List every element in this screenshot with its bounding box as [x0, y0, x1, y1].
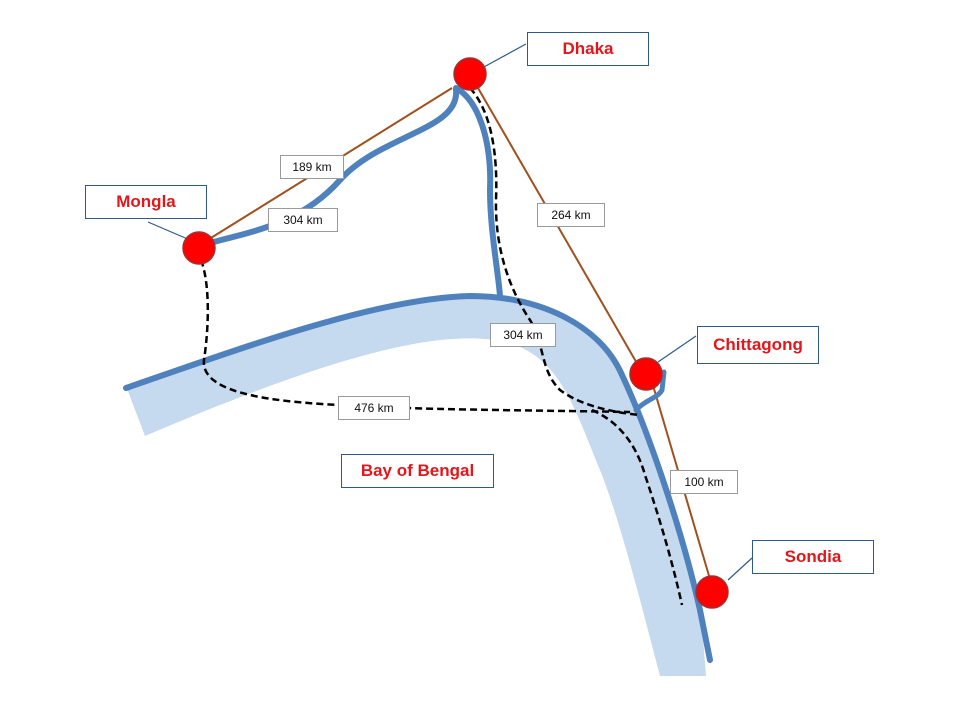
callout-line-dhaka	[481, 43, 527, 69]
sea-label: Bay of Bengal	[341, 454, 494, 488]
distance-label-dhaka-chittagong-river: 304 km	[490, 323, 556, 347]
callout-line-mongla	[147, 221, 191, 241]
river-route-dhaka-coast	[453, 85, 503, 299]
city-label-dhaka: Dhaka	[527, 32, 649, 66]
river-route-chittagong-spur	[633, 369, 667, 413]
distance-label-dhaka-chittagong-direct: 264 km	[537, 203, 605, 227]
dashed-route-mongla-sea	[194, 249, 631, 414]
direct-line-dhaka-chittagong	[477, 87, 643, 373]
coastline-route	[123, 292, 713, 663]
callout-line-chittagong	[657, 335, 697, 363]
city-dot-chittagong	[629, 357, 663, 391]
city-dot-mongla	[182, 231, 216, 265]
city-label-mongla: Mongla	[85, 185, 207, 219]
distance-label-mongla-chittagong-sea: 476 km	[338, 396, 410, 420]
city-dot-dhaka	[453, 57, 487, 91]
distance-label-dhaka-mongla-direct: 189 km	[280, 155, 344, 179]
callout-line-sondia	[727, 557, 753, 581]
distance-label-chittagong-sondia: 100 km	[670, 470, 738, 494]
city-dot-sondia	[695, 575, 729, 609]
river-route-dhaka-mongla	[195, 87, 460, 249]
dashed-route-to-sondia	[591, 408, 684, 606]
city-label-chittagong: Chittagong	[697, 326, 819, 364]
city-label-sondia: Sondia	[752, 540, 874, 574]
distance-label-dhaka-mongla-river: 304 km	[268, 208, 338, 232]
